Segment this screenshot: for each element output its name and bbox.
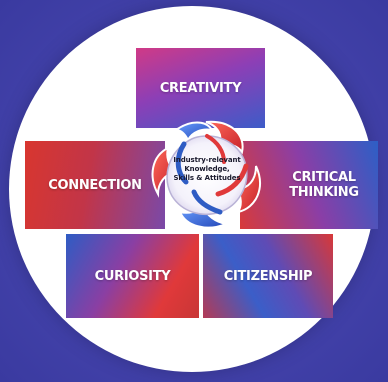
tile-critical-thinking-label: CRITICAL THINKING <box>289 170 359 200</box>
core-text-line-3: Skills & Attitudes <box>173 174 241 182</box>
tile-curiosity: CURIOSITY <box>66 234 199 318</box>
swirl-logo-icon <box>151 120 261 229</box>
tile-creativity: CREATIVITY <box>136 48 265 128</box>
tile-citizenship-label: CITIZENSHIP <box>223 268 313 284</box>
core-text-line-2: Knowledge, <box>184 165 230 173</box>
core-text: Industry-relevant Knowledge, Skills & At… <box>171 156 243 183</box>
tile-curiosity-label: CURIOSITY <box>94 268 171 284</box>
tile-creativity-label: CREATIVITY <box>159 80 242 96</box>
tile-connection: CONNECTION <box>25 141 165 229</box>
tile-citizenship: CITIZENSHIP <box>203 234 333 318</box>
center-swirl-logo: Industry-relevant Knowledge, Skills & At… <box>146 116 268 232</box>
tile-critical-thinking: CRITICAL THINKING <box>240 141 378 229</box>
tile-connection-label: CONNECTION <box>48 177 142 193</box>
core-text-line-1: Industry-relevant <box>173 156 241 164</box>
